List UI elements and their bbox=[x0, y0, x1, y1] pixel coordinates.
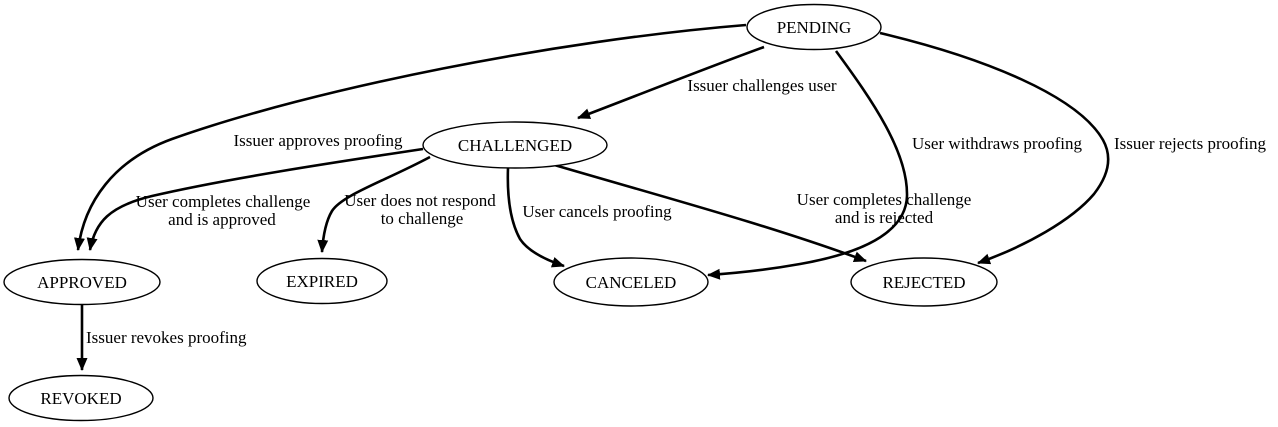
edge-challenged-expired bbox=[317, 155, 431, 253]
edge-label-user-completes-rejected-line1: User completes challenge bbox=[797, 190, 972, 209]
node-pending: PENDING bbox=[746, 3, 882, 51]
node-rejected: REJECTED bbox=[850, 257, 998, 307]
edge-label-issuer-challenges-user: Issuer challenges user bbox=[687, 76, 837, 95]
node-revoked-label: REVOKED bbox=[40, 389, 121, 408]
edge-challenged-canceled bbox=[506, 167, 565, 268]
edge-pending-challenged bbox=[577, 45, 765, 120]
node-expired-label: EXPIRED bbox=[286, 272, 358, 291]
node-rejected-label: REJECTED bbox=[882, 273, 965, 292]
edge-pending-rejected bbox=[879, 31, 1110, 265]
node-challenged-label: CHALLENGED bbox=[458, 136, 572, 155]
edge-label-user-withdraws-proofing: User withdraws proofing bbox=[912, 134, 1082, 153]
node-expired: EXPIRED bbox=[256, 257, 388, 305]
edge-label-issuer-rejects-proofing: Issuer rejects proofing bbox=[1114, 134, 1267, 153]
edge-label-issuer-approves-proofing: Issuer approves proofing bbox=[233, 131, 403, 150]
node-canceled: CANCELED bbox=[553, 257, 709, 307]
edge-challenged-approved bbox=[86, 147, 424, 251]
node-pending-label: PENDING bbox=[777, 18, 852, 37]
node-approved: APPROVED bbox=[3, 258, 161, 306]
node-canceled-label: CANCELED bbox=[586, 273, 677, 292]
node-canceled-shape bbox=[553, 257, 709, 307]
edge-label-user-no-respond-line1: User does not respond bbox=[344, 191, 496, 210]
node-rejected-shape bbox=[850, 257, 998, 307]
edge-pending-canceled bbox=[707, 50, 909, 280]
node-approved-label: APPROVED bbox=[37, 273, 127, 292]
node-challenged: CHALLENGED bbox=[422, 121, 608, 169]
edge-label-user-completes-approved-line1: User completes challenge bbox=[136, 192, 311, 211]
edge-label-user-completes-rejected-line2: and is rejected bbox=[835, 208, 934, 227]
edge-pending-approved bbox=[74, 23, 747, 251]
edge-label-user-completes-approved-line2: and is approved bbox=[168, 210, 276, 229]
edge-label-issuer-revokes-proofing: Issuer revokes proofing bbox=[86, 328, 247, 347]
node-expired-shape bbox=[256, 257, 388, 305]
node-revoked-shape bbox=[8, 374, 154, 422]
node-approved-shape bbox=[3, 258, 161, 306]
node-revoked: REVOKED bbox=[8, 374, 154, 422]
edge-label-user-cancels-proofing: User cancels proofing bbox=[522, 202, 672, 221]
node-challenged-shape bbox=[422, 121, 608, 169]
edge-challenged-rejected bbox=[550, 162, 867, 263]
edge-label-user-no-respond-line2: to challenge bbox=[381, 209, 464, 228]
node-pending-shape bbox=[746, 3, 882, 51]
